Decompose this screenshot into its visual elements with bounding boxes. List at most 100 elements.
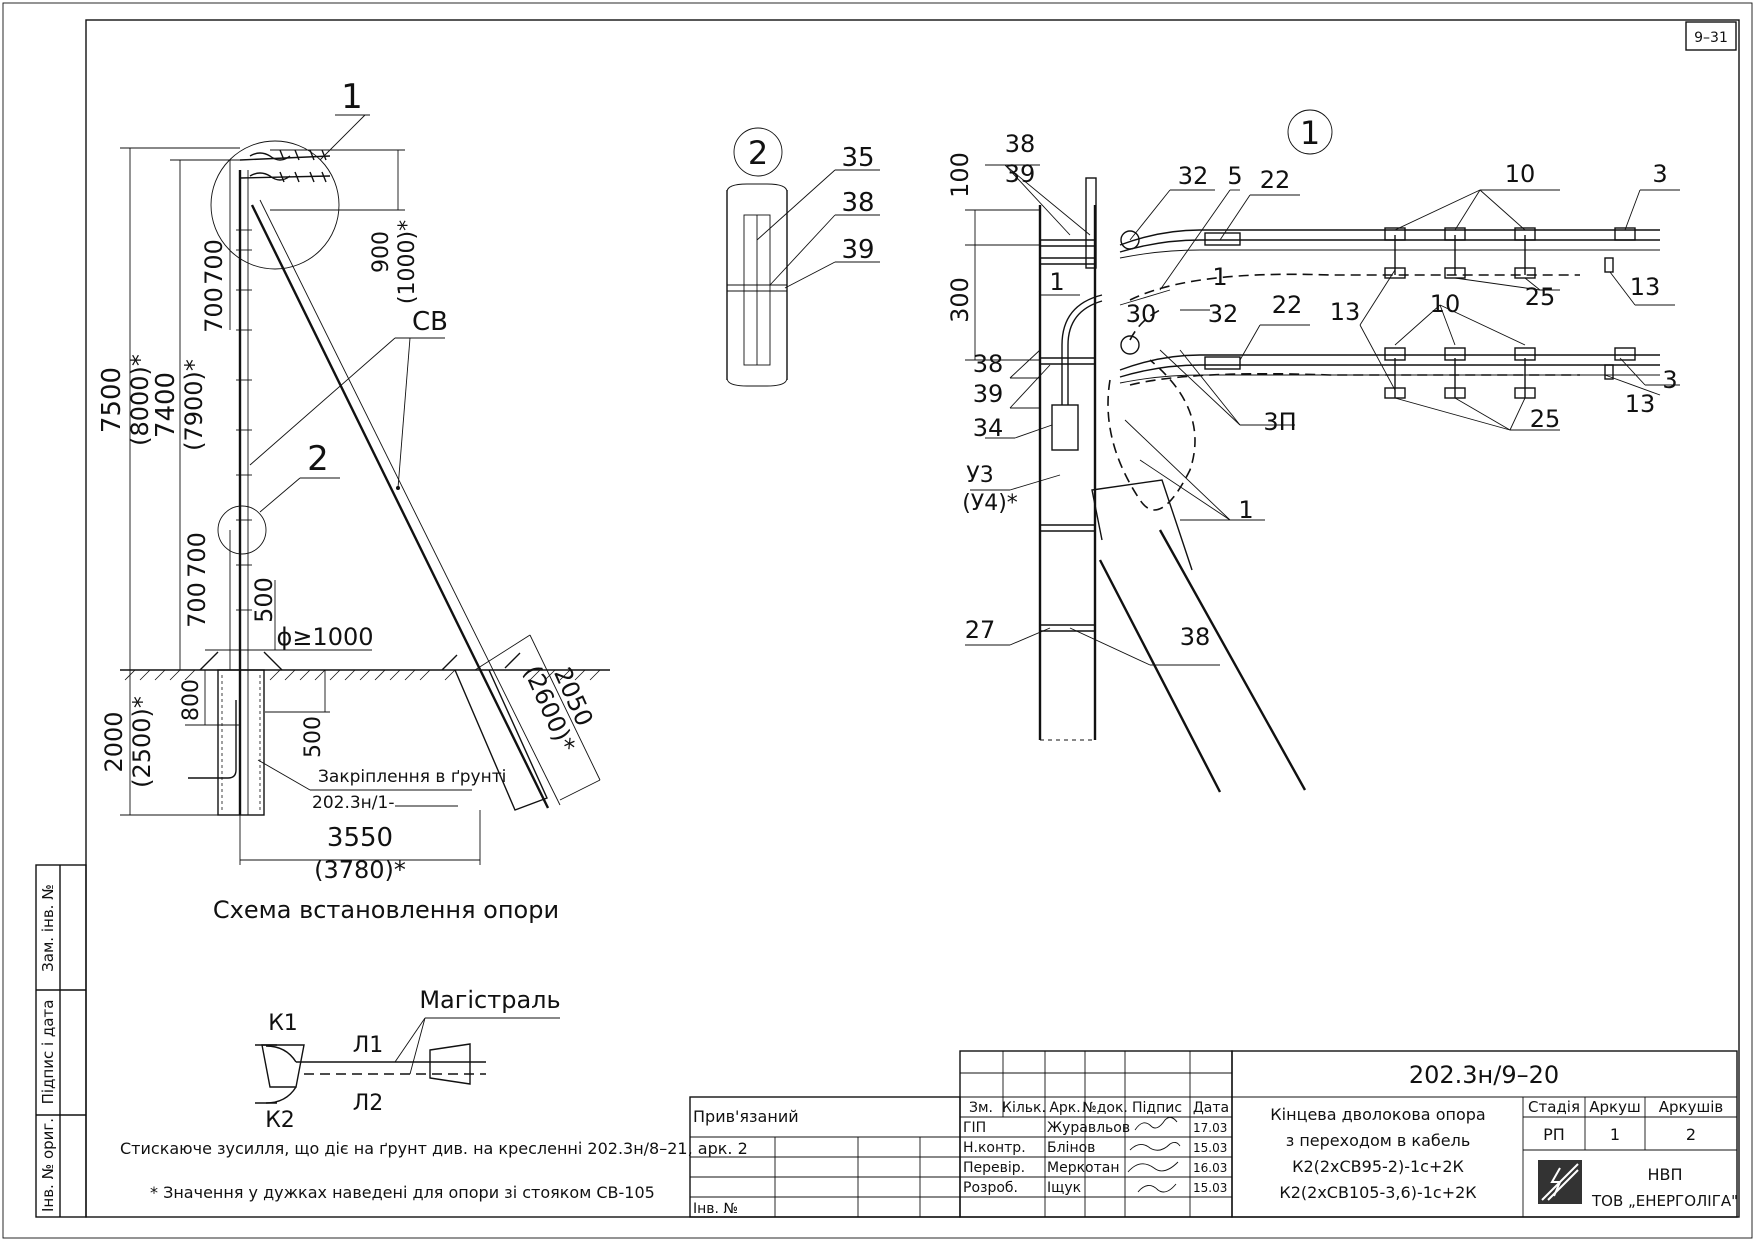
label-1-a: 1 — [1049, 268, 1064, 296]
hdr-zm: Зм. — [969, 1100, 993, 1116]
detail-1-dims — [965, 209, 1040, 361]
row3-date: 16.03 — [1193, 1161, 1227, 1175]
label-38-c: 38 — [1180, 623, 1211, 651]
dim-2500: (2500)* — [128, 696, 156, 788]
hdr-pidpys: Підпис — [1132, 1100, 1182, 1116]
scheme-k2: К2 — [265, 1108, 295, 1133]
strut-pole-edge-1 — [250, 204, 550, 809]
sheet-value: 1 — [1610, 1125, 1620, 1144]
pole-ticks — [236, 229, 252, 611]
dim-900: 900 — [369, 231, 394, 273]
dimension-lines — [120, 147, 601, 865]
cv-leader-2 — [397, 337, 411, 489]
dim-2000: 2000 — [100, 711, 128, 772]
inv-label: Інв. № — [693, 1201, 738, 1217]
dim-800: 800 — [179, 679, 204, 721]
dim-700-d: 700 — [183, 582, 211, 628]
row4-date: 15.03 — [1193, 1181, 1227, 1195]
callout-2: 2 — [307, 439, 329, 479]
sheet-code: 9–31 — [1694, 30, 1728, 46]
row2-name: Блінов — [1047, 1140, 1095, 1156]
ground-hatch — [124, 669, 601, 681]
detail-2-callout: 2 — [748, 134, 768, 172]
label-3-b: 3 — [1662, 366, 1677, 394]
hdr-kilk: Кільк. — [1002, 1100, 1046, 1116]
title-line3: К2(2хСВ95-2)-1с+2К — [1292, 1157, 1464, 1176]
side-stamp: Інв. № ориг. Підпис і дата Зам. інв. № — [35, 864, 87, 1218]
detail-2-label-38: 38 — [841, 188, 874, 218]
detail-1-leaders — [965, 164, 1680, 666]
label-13-a: 13 — [1330, 298, 1361, 326]
label-25-a: 25 — [1525, 283, 1556, 311]
row1-name: Журавльов — [1047, 1120, 1130, 1136]
note-2: * Значення у дужках наведені для опори з… — [150, 1183, 655, 1202]
top-crossarms — [239, 149, 331, 183]
doc-number: 202.3н/9–20 — [1409, 1061, 1559, 1089]
cable-end-k1 — [261, 1044, 305, 1088]
detail-1: 1 — [946, 109, 1680, 793]
detail-2-label-35: 35 — [841, 143, 874, 173]
label-3-a: 3 — [1652, 160, 1667, 188]
label-27: 27 — [965, 616, 996, 644]
scheme-l1: Л1 — [353, 1033, 384, 1058]
dim-500-b: 500 — [301, 716, 326, 758]
label-13-b: 13 — [1630, 273, 1661, 301]
label-u3: У3 — [966, 463, 993, 488]
row1-role: ГІП — [963, 1120, 986, 1136]
company-line2: ТОВ „ЕНЕРГОЛІГА" — [1591, 1192, 1738, 1210]
pole-bands — [1040, 239, 1095, 632]
label-39-b: 39 — [973, 380, 1004, 408]
label-1-c: 1 — [1238, 496, 1253, 524]
ground-note-line1: Закріплення в ґрунті — [318, 767, 506, 787]
installation-scheme: 1 2 СВ — [97, 77, 610, 924]
label-13-c: 13 — [1625, 390, 1656, 418]
dim-3780: (3780)* — [314, 856, 406, 884]
dim-500-a: 500 — [250, 577, 278, 623]
sheets-value: 2 — [1686, 1125, 1696, 1144]
ground-note-line2: 202.3н/1- — [312, 793, 394, 813]
row2-date: 15.03 — [1193, 1141, 1227, 1155]
strut-foundation — [454, 669, 548, 811]
label-u4: (У4)* — [962, 491, 1018, 516]
cable-down — [188, 700, 237, 779]
dim-7400: 7400 — [151, 372, 181, 438]
top-conductor-row — [1119, 227, 1660, 301]
detail-strut — [1098, 529, 1307, 793]
label-38-a: 38 — [1005, 130, 1036, 158]
hdr-ndok: №док. — [1082, 1100, 1128, 1116]
side-stamp-sign: Підпис і дата — [39, 1000, 57, 1105]
strut-pole-edge-2 — [259, 199, 561, 806]
row4-role: Розроб. — [963, 1180, 1018, 1196]
side-stamp-orig: Інв. № ориг. — [39, 1118, 57, 1212]
title-line1: Кінцева дволокова опора — [1270, 1105, 1485, 1124]
stage-value: РП — [1543, 1125, 1565, 1144]
label-5: 5 — [1227, 162, 1242, 190]
label-1-b: 1 — [1212, 263, 1227, 291]
label-10-a: 10 — [1505, 160, 1536, 188]
connection-scheme: К1 К2 Л1 Л2 Магістраль — [255, 986, 561, 1133]
detail-2-circle — [217, 505, 267, 555]
dim-700-a: 700 — [200, 239, 228, 285]
detail-1-callout: 1 — [1300, 114, 1320, 152]
dim-1000: (1000)* — [395, 220, 420, 304]
row4-name: Іщук — [1047, 1180, 1081, 1196]
scheme-k1: К1 — [268, 1011, 298, 1036]
company-line1: НВП — [1647, 1165, 1682, 1184]
title-block: Прив'язаний Інв. № Зм. Кільк. Арк. №док.… — [689, 1050, 1738, 1218]
dim-100: 100 — [946, 152, 974, 198]
sheet-code-box — [1685, 21, 1737, 51]
cv-leader-1 — [249, 337, 396, 466]
title-line2: з переходом в кабель — [1286, 1131, 1471, 1150]
label-32-a: 32 — [1178, 162, 1209, 190]
detail-2-callout-circle — [733, 127, 783, 177]
detail-1-callout-circle — [1287, 109, 1333, 155]
cable-sleeve-34 — [1051, 404, 1079, 451]
sheets-header: Аркушів — [1659, 1098, 1723, 1116]
hdr-ark: Арк. — [1049, 1100, 1080, 1116]
title-line4: К2(2хСВ105-3,6)-1с+2К — [1279, 1183, 1477, 1202]
detail-1-circle — [210, 140, 340, 270]
row2-role: Н.контр. — [963, 1140, 1026, 1156]
pole-foundation — [217, 669, 265, 816]
detail-2-label-39: 39 — [841, 235, 874, 265]
